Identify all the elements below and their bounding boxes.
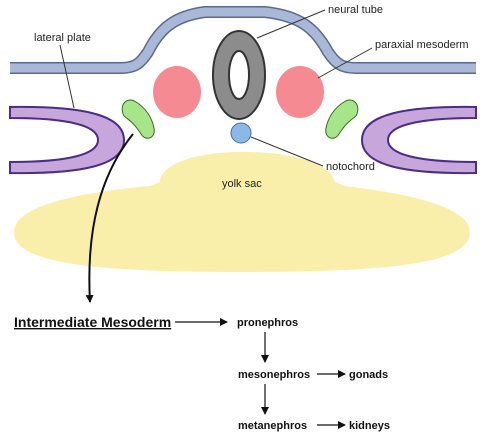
lateral-plate-right xyxy=(360,105,477,175)
paraxial-mesoderm-leader xyxy=(317,47,373,79)
notochord xyxy=(230,122,252,144)
intermediate-mesoderm-left xyxy=(121,99,155,139)
lateral-plate-left xyxy=(9,105,126,175)
label-yolk-sac: yolk sac xyxy=(222,178,262,190)
label-neural-tube: neural tube xyxy=(328,4,383,16)
neural-tube-lumen xyxy=(228,50,250,100)
neural-tube-leader xyxy=(256,9,326,39)
somite-left xyxy=(153,66,201,118)
intermediate-origin-arrow xyxy=(85,133,134,303)
intermediate-mesoderm-right xyxy=(325,99,359,139)
flow-mesonephros: mesonephros xyxy=(238,369,310,381)
somite-right xyxy=(276,66,324,118)
label-lateral-plate: lateral plate xyxy=(34,32,91,44)
label-notochord: notochord xyxy=(326,161,375,173)
flow-intermediate-mesoderm: Intermediate Mesoderm xyxy=(14,314,171,330)
ectoderm-inner xyxy=(10,7,476,73)
flow-metanephros: metanephros xyxy=(238,420,307,432)
flow-pronephros: pronephros xyxy=(237,317,298,329)
flow-gonads: gonads xyxy=(349,369,388,381)
yolk-sac xyxy=(14,152,470,272)
flow-kidneys: kidneys xyxy=(349,420,390,432)
lateral-plate-leader xyxy=(59,44,75,109)
notochord-leader xyxy=(250,136,324,167)
label-paraxial-mesoderm: paraxial mesoderm xyxy=(375,39,469,51)
